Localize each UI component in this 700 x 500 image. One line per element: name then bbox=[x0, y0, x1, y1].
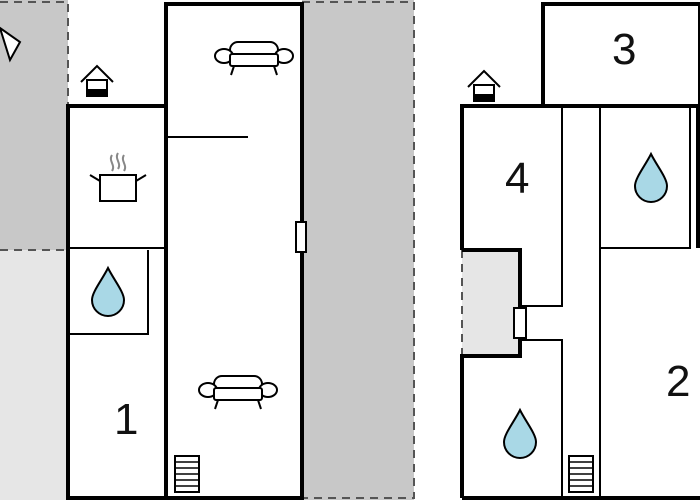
entrance-house-icon bbox=[80, 65, 114, 97]
outdoor-object bbox=[0, 26, 22, 63]
left-outdoor-light-bottom bbox=[0, 250, 68, 500]
door-icon bbox=[295, 221, 307, 253]
right-floor: 3 4 2 bbox=[460, 2, 700, 500]
terrace-dashed-boundary bbox=[302, 1, 415, 499]
room-4-wall bbox=[520, 106, 563, 307]
right-outer-wall-upper bbox=[460, 104, 600, 250]
room-number-2: 2 bbox=[666, 357, 690, 406]
room-number-4: 4 bbox=[505, 154, 529, 203]
right-annex-light bbox=[462, 250, 520, 356]
upper-bath-wall bbox=[600, 106, 691, 249]
room-number-1: 1 bbox=[114, 395, 138, 444]
entrance-house-icon bbox=[467, 70, 501, 102]
left-terrace-shaded bbox=[302, 0, 414, 500]
lower-bath-wall bbox=[520, 339, 563, 498]
room-number-3: 3 bbox=[612, 25, 636, 74]
left-wall-main bbox=[164, 2, 304, 500]
stairs-icon bbox=[174, 455, 200, 493]
left-floor: 1 bbox=[0, 0, 415, 500]
stairs-icon bbox=[568, 455, 594, 493]
water-drop-icon bbox=[503, 409, 537, 459]
door-icon bbox=[513, 307, 527, 339]
water-drop-icon bbox=[634, 153, 668, 203]
bathroom-wall bbox=[68, 250, 149, 335]
right-annex-wall bbox=[460, 248, 522, 498]
room-3-wall bbox=[541, 2, 700, 108]
left-wall-west-wing bbox=[66, 104, 168, 500]
